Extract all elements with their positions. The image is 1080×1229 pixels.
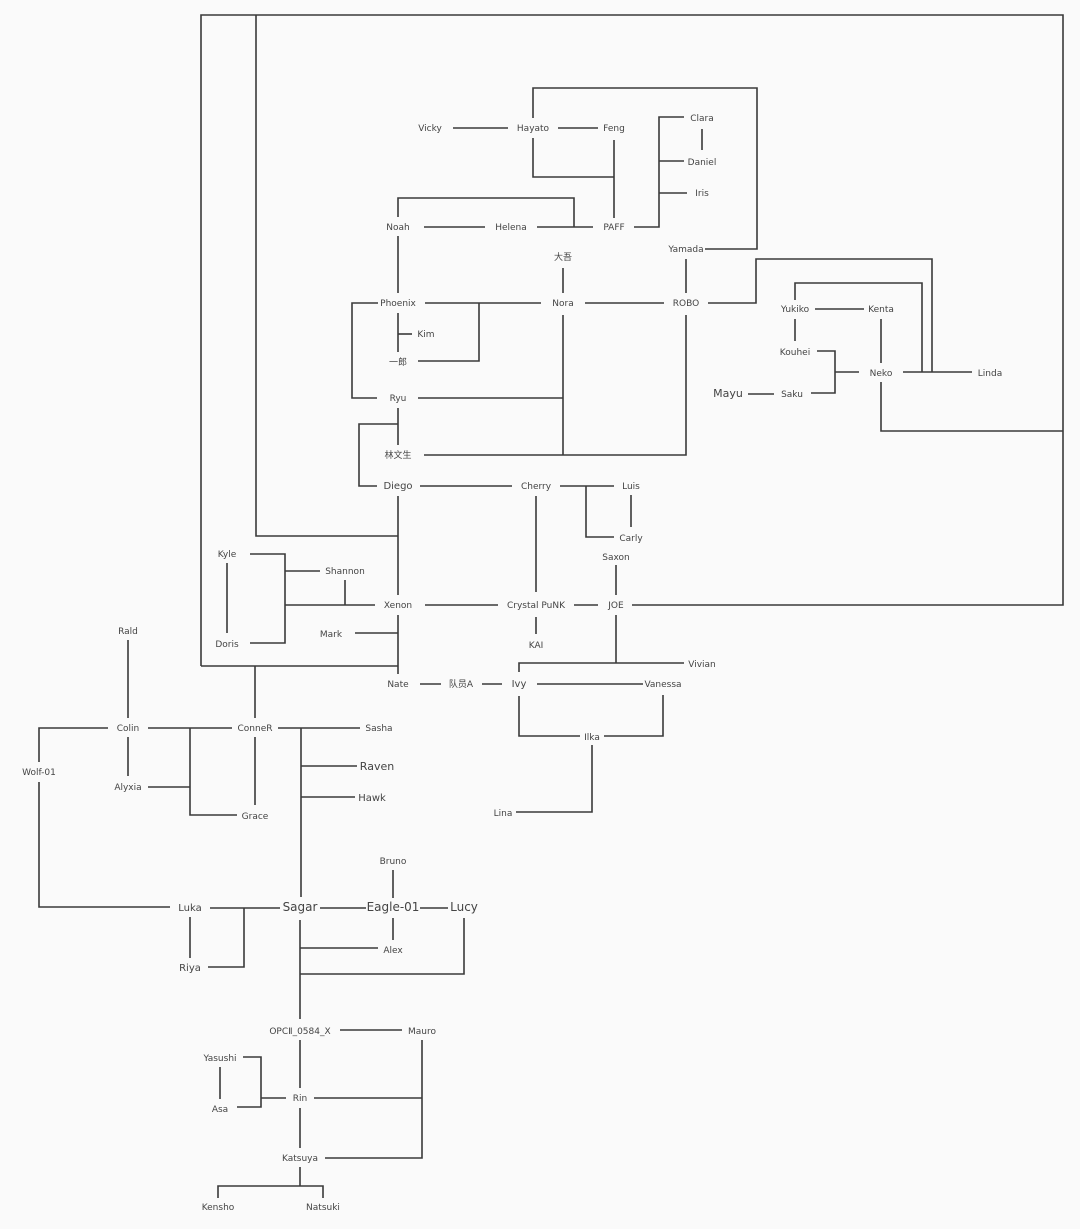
node-conner: ConneR xyxy=(238,724,273,734)
node-mark: Mark xyxy=(320,630,343,640)
node-vivian: Vivian xyxy=(688,660,716,670)
connector-lines xyxy=(38,14,1064,1198)
connector-line xyxy=(200,14,1064,666)
node-phoenix: Phoenix xyxy=(380,299,416,309)
node-joe: JOE xyxy=(607,601,624,611)
node-wolf01: Wolf-01 xyxy=(22,768,56,778)
connector-line xyxy=(189,728,237,816)
connector-line xyxy=(516,745,593,813)
node-saku: Saku xyxy=(781,390,803,400)
node-vanessa: Vanessa xyxy=(644,680,681,690)
node-linwensheng: 林文生 xyxy=(384,449,411,461)
node-lina: Lina xyxy=(494,809,513,819)
node-xenon: Xenon xyxy=(384,601,412,611)
node-daigo: 大吾 xyxy=(554,251,572,263)
node-member-a: 队员A xyxy=(449,678,474,690)
connector-line xyxy=(794,282,923,372)
node-katsuya: Katsuya xyxy=(282,1154,318,1164)
node-shannon: Shannon xyxy=(325,567,365,577)
node-yamada: Yamada xyxy=(667,245,703,255)
node-noah: Noah xyxy=(386,223,409,233)
connector-line xyxy=(604,695,664,737)
connector-line xyxy=(358,423,398,487)
node-luis: Luis xyxy=(622,482,640,492)
node-bruno: Bruno xyxy=(380,857,407,867)
node-luka: Luka xyxy=(178,903,201,914)
connector-line xyxy=(585,486,614,538)
node-ivy: Ivy xyxy=(512,679,527,690)
node-asa: Asa xyxy=(212,1105,228,1115)
node-ryu: Ryu xyxy=(390,394,407,404)
node-eagle01: Eagle-01 xyxy=(367,900,420,914)
connector-line xyxy=(208,908,245,968)
node-nora: Nora xyxy=(552,299,573,309)
node-rald: Rald xyxy=(118,627,138,637)
node-colin: Colin xyxy=(117,724,140,734)
node-riya: Riya xyxy=(179,963,201,974)
node-kai: KAI xyxy=(529,641,544,651)
node-alex: Alex xyxy=(383,946,403,956)
node-sagar: Sagar xyxy=(283,900,318,914)
connector-line xyxy=(38,727,108,762)
node-daniel: Daniel xyxy=(688,158,717,168)
node-mayu: Mayu xyxy=(713,387,743,400)
node-paff: PAFF xyxy=(603,223,624,233)
node-ilka: Ilka xyxy=(584,733,600,743)
connector-line xyxy=(424,315,687,456)
connector-line xyxy=(237,1056,262,1108)
connector-line xyxy=(811,350,836,394)
connector-line xyxy=(532,138,614,178)
connector-line xyxy=(351,302,378,399)
node-alyxia: Alyxia xyxy=(114,783,141,793)
node-crystal-punk: Crystal PuNK xyxy=(507,601,566,611)
node-iris: Iris xyxy=(695,189,709,199)
connector-line xyxy=(38,782,170,908)
node-kouhei: Kouhei xyxy=(780,348,810,358)
node-saxon: Saxon xyxy=(602,553,630,563)
connector-line xyxy=(634,116,684,228)
node-doris: Doris xyxy=(215,640,239,650)
node-sasha: Sasha xyxy=(365,724,392,734)
node-yukiko: Yukiko xyxy=(780,305,810,315)
connector-line xyxy=(532,87,758,250)
connector-line xyxy=(708,258,933,372)
node-cherry: Cherry xyxy=(521,482,552,492)
node-opc: OPCⅡ_0584_X xyxy=(269,1027,330,1037)
node-diego: Diego xyxy=(383,481,412,492)
node-yasushi: Yasushi xyxy=(202,1054,236,1064)
node-kenta: Kenta xyxy=(868,305,894,315)
node-kim: Kim xyxy=(417,330,434,340)
node-lucy: Lucy xyxy=(450,900,478,914)
connector-line xyxy=(418,303,480,362)
node-hawk: Hawk xyxy=(358,793,386,804)
node-hayato: Hayato xyxy=(517,124,550,134)
node-natsuki: Natsuki xyxy=(306,1203,340,1213)
connector-line xyxy=(255,15,398,537)
node-linda: Linda xyxy=(978,369,1002,379)
node-helena: Helena xyxy=(495,223,527,233)
connector-line xyxy=(250,553,286,644)
node-mauro: Mauro xyxy=(408,1027,436,1037)
node-clara: Clara xyxy=(690,114,714,124)
node-kyle: Kyle xyxy=(218,550,237,560)
connector-line xyxy=(397,197,575,227)
connector-line xyxy=(325,1040,423,1159)
node-ichiro: 一郎 xyxy=(389,356,407,368)
connector-line xyxy=(300,918,465,975)
node-carly: Carly xyxy=(619,534,643,544)
node-rin: Rin xyxy=(293,1094,307,1104)
node-nate: Nate xyxy=(387,680,409,690)
connector-line xyxy=(217,1185,324,1198)
node-vicky: Vicky xyxy=(418,124,442,134)
node-grace: Grace xyxy=(242,812,269,822)
node-neko: Neko xyxy=(870,369,893,379)
connector-line xyxy=(880,382,1063,432)
node-robo: ROBO xyxy=(673,299,699,309)
connector-line xyxy=(518,696,580,737)
connector-line xyxy=(518,662,684,672)
node-feng: Feng xyxy=(603,124,625,134)
node-raven: Raven xyxy=(360,760,394,773)
node-kensho: Kensho xyxy=(202,1203,235,1213)
